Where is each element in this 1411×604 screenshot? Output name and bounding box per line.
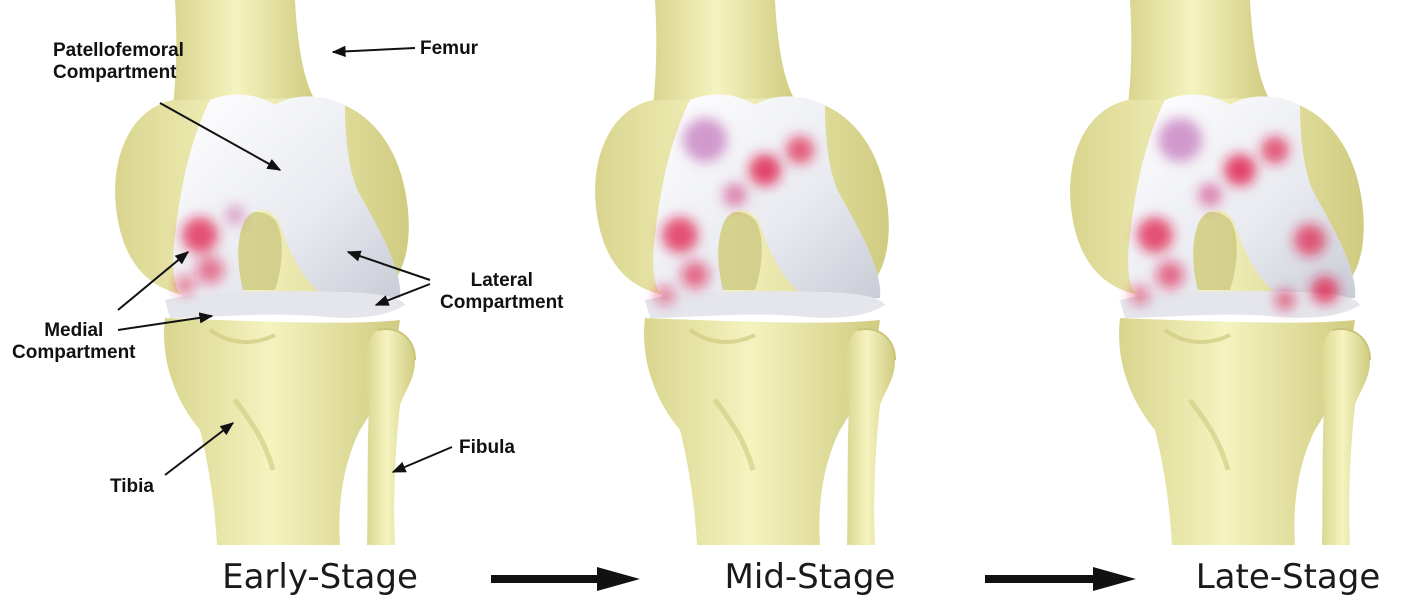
stage-caption-mid: Mid-Stage (690, 557, 930, 597)
knee-mid-stage (595, 0, 895, 545)
label-fibula: Fibula (459, 437, 515, 459)
label-line: Compartment (12, 342, 136, 364)
right-arrow-icon (491, 567, 640, 591)
stage-caption-early: Early-Stage (200, 557, 440, 597)
label-patellofemoral-compartment: Patellofemoral Compartment (53, 40, 184, 84)
label-tibia: Tibia (110, 476, 154, 498)
label-line: Compartment (53, 62, 184, 84)
label-lateral-compartment: Lateral Compartment (440, 270, 564, 314)
right-arrow-icon (985, 567, 1136, 591)
label-line: Patellofemoral (53, 40, 184, 62)
stage-caption-late: Late-Stage (1168, 557, 1408, 597)
knee-late-stage (1070, 0, 1370, 545)
leader-fibula (393, 447, 452, 472)
label-line: Compartment (440, 292, 564, 314)
label-line: Medial (12, 320, 136, 342)
label-medial-compartment: Medial Compartment (12, 320, 136, 364)
leader-femur (333, 48, 415, 52)
label-line: Lateral (440, 270, 564, 292)
label-femur: Femur (420, 38, 478, 60)
